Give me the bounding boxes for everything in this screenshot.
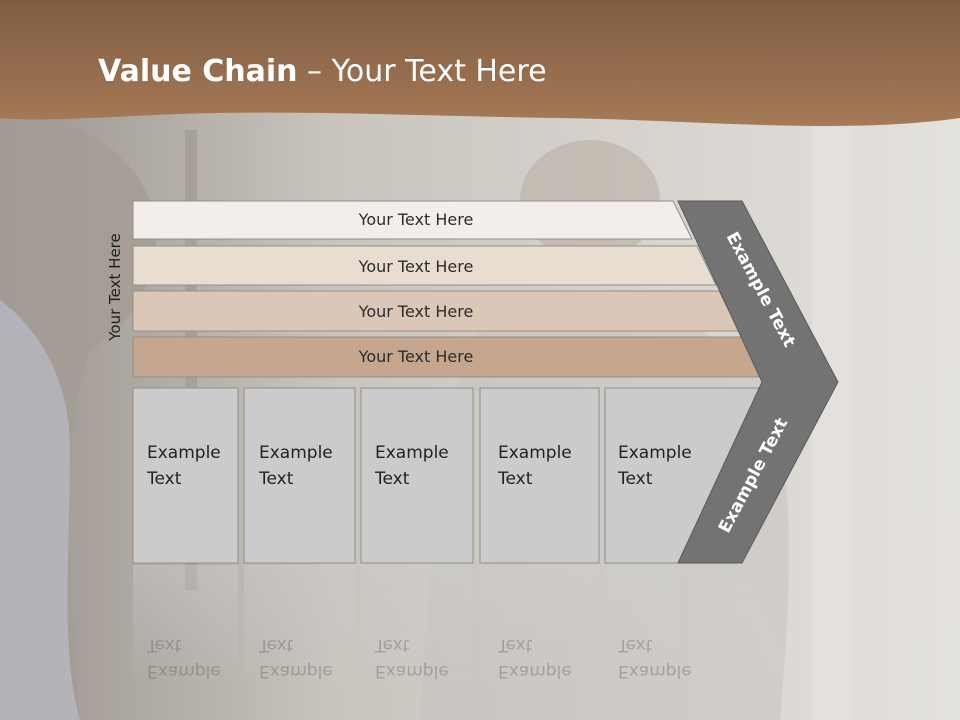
box-4-line2: Text xyxy=(498,469,533,489)
bar-3: Your Text Here xyxy=(132,290,740,332)
box-2-line1: Example xyxy=(259,443,333,463)
box-reflections xyxy=(133,565,800,690)
bar-1-label: Your Text Here xyxy=(358,210,474,229)
box-2-line2: Text xyxy=(259,469,294,489)
box-3 xyxy=(360,387,474,564)
box-5-line1: Example xyxy=(618,443,692,463)
bar-3-label: Your Text Here xyxy=(358,302,474,321)
box-5-text: Example Text xyxy=(618,440,692,492)
box-1-text: Example Text xyxy=(147,440,221,492)
bar-2: Your Text Here xyxy=(132,245,717,286)
box-3-line1: Example xyxy=(375,443,449,463)
bar-4-label: Your Text Here xyxy=(358,347,474,366)
box-2-text: Example Text xyxy=(259,440,333,492)
box-4-line1: Example xyxy=(498,443,572,463)
bar-4: Your Text Here xyxy=(132,336,764,378)
box-3-line2: Text xyxy=(375,469,410,489)
box-1-line2: Text xyxy=(147,469,182,489)
box-1 xyxy=(132,387,239,564)
box-2 xyxy=(243,387,356,564)
box-5-line2: Text xyxy=(618,469,653,489)
title-rest: – Your Text Here xyxy=(297,54,547,89)
bar-2-label: Your Text Here xyxy=(358,257,474,276)
chevron-arrow xyxy=(677,200,839,564)
bar-1: Your Text Here xyxy=(132,200,693,240)
box-3-text: Example Text xyxy=(375,440,449,492)
slide-title: Value Chain – Your Text Here xyxy=(98,54,547,89)
title-bold: Value Chain xyxy=(98,54,298,89)
box-1-line1: Example xyxy=(147,443,221,463)
box-4-text: Example Text xyxy=(498,440,572,492)
box-4 xyxy=(479,387,600,564)
